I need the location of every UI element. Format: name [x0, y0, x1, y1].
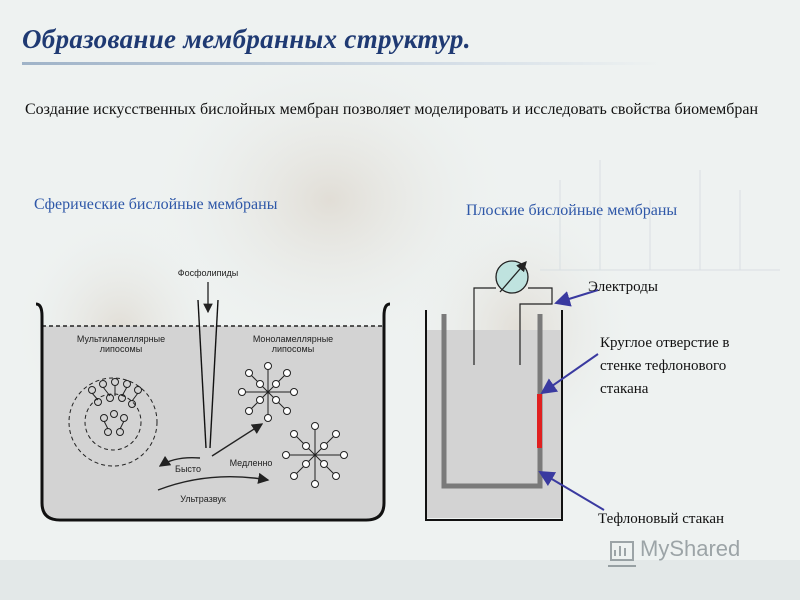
phospholipids-label: Фосфолипиды	[177, 268, 239, 278]
flat-membranes-heading: Плоские бислойные мембраны	[466, 202, 678, 219]
ultrasound-label: Ультразвук	[180, 494, 226, 504]
title-underline	[22, 62, 662, 65]
monolamellar-label: Моноламеллярные липосомы	[252, 334, 334, 354]
watermark-logo-icon	[608, 541, 636, 567]
monolamellar-liposome	[238, 362, 298, 422]
process-arrows	[157, 423, 270, 491]
hole-label-line3: стакана	[600, 381, 649, 397]
pipette	[197, 282, 219, 449]
watermark-text: MyShared	[640, 536, 741, 561]
intro-text: Создание искусственных бислойных мембран…	[25, 101, 759, 118]
monolamellar-liposome-2	[282, 422, 348, 488]
page-title: Образование мембранных структур.	[22, 24, 471, 54]
liposome-beaker	[35, 302, 391, 522]
electrodes	[473, 287, 553, 365]
meter-icon	[495, 260, 529, 294]
membrane-hole	[537, 394, 542, 448]
fast-label: Бысто	[175, 464, 201, 474]
slow-label: Медленно	[229, 458, 273, 468]
multilamellar-liposome	[68, 377, 158, 467]
spherical-membranes-heading: Сферические бислойные мембраны	[34, 196, 278, 213]
hole-label-line1: Круглое отверстие в	[600, 335, 730, 351]
teflon-beaker-label: Тефлоновый стакан	[598, 511, 725, 527]
multilamellar-label: Мультиламеллярные липосомы	[76, 334, 166, 354]
electrodes-label: Электроды	[588, 279, 658, 295]
label-pointers	[538, 289, 605, 511]
hole-label-line2: стенке тефлонового	[600, 358, 727, 374]
